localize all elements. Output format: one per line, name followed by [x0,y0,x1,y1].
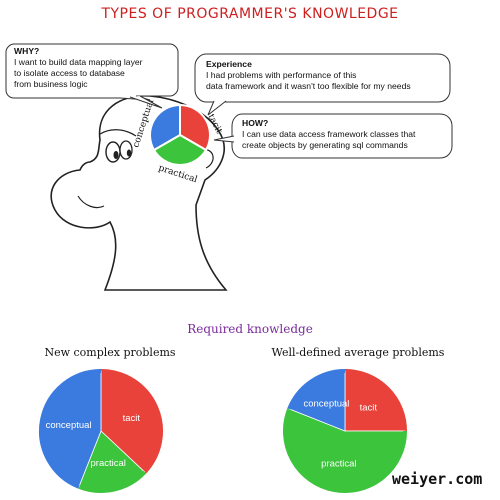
eye [119,140,133,160]
pie-slice-edge [100,369,163,474]
bubble-how-line: I can use data access framework classes … [242,129,416,139]
pie-slice-edge [78,470,147,493]
bubble-how-heading: HOW? [242,118,269,128]
pie-label-practical: practical [321,458,356,469]
pie-slice-edge [283,408,407,493]
pie-slice-edge [39,369,102,489]
chart-title-left: New complex problems [44,346,176,359]
pie-chart-right: tacit practical conceptual [283,369,407,493]
eye [105,141,121,163]
pie-slice-edge [287,369,346,410]
pie-label-tacit: tacit [360,403,378,414]
required-knowledge-heading: Required knowledge [187,322,313,336]
wheel-slice-practical [152,133,208,166]
bubble-why-line: I want to build data mapping layer [14,57,143,67]
bubble-experience-shape [194,53,451,103]
pie-label-practical: practical [91,458,126,469]
bubble-how-shape [231,113,453,159]
chart-title-right: Well-defined average problems [271,346,445,359]
bubble-how-line: create objects by generating sql command… [242,140,408,150]
bubble-how: HOW? I can use data access framework cla… [242,118,450,151]
page-title: TYPES OF PROGRAMMER'S KNOWLEDGE [101,6,399,22]
head-illustration: conceptual tacit practical [5,43,453,291]
bubble-experience: Experience I had problems with performan… [206,59,450,92]
knowledge-wheel [149,103,211,166]
pie-label-conceptual: conceptual [303,399,349,410]
pie-slice-edge [344,369,407,432]
wheel-slice-conceptual [149,103,181,152]
bubble-experience-heading: Experience [206,59,252,69]
pie-chart-left: tacit practical conceptual [39,369,163,493]
pie-label-conceptual: conceptual [46,420,92,431]
bubble-experience-line: I had problems with performance of this [206,70,357,80]
bubble-why-heading: WHY? [14,46,40,56]
bubble-experience-line: data framework and it wasn't too flexibl… [206,81,411,91]
watermark: weiyer.com [392,470,483,488]
bubble-why-line: to isolate access to database [14,68,125,78]
bubble-why: WHY? I want to build data mapping layer … [14,46,176,90]
bubble-why-line: from business logic [14,79,88,89]
pie-label-tacit: tacit [123,413,141,424]
